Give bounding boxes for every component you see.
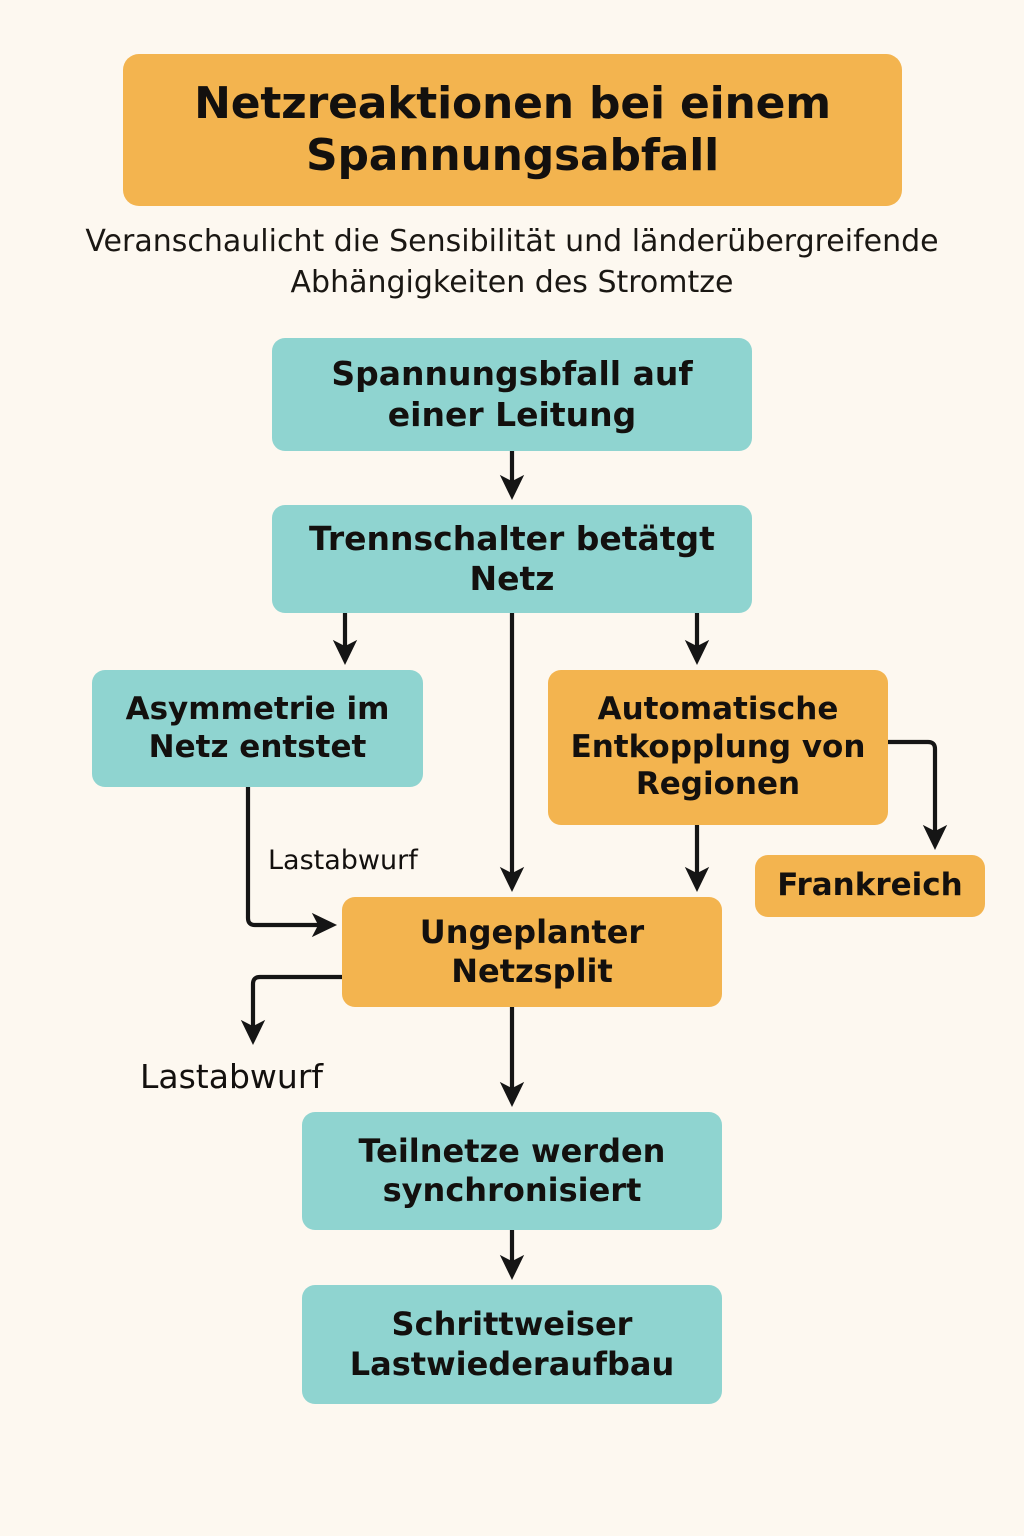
page-subtitle: Veranschaulicht die Sensibilität und län… — [85, 224, 939, 300]
node-label-lastabwurf: Lastabwurf — [140, 1057, 323, 1096]
node-label: Trennschalter betätgt Netz — [309, 518, 715, 598]
node-spannungsabfall[interactable]: Spannungsbfall auf einer Leitung — [272, 338, 752, 451]
edge-label-lastabwurf: Lastabwurf — [268, 845, 418, 876]
node-label: Teilnetze werden synchronisiert — [358, 1131, 666, 1209]
node-label: Schrittweiser Lastwiederaufbau — [349, 1305, 675, 1383]
edge-entkopplung-frankreich — [888, 739, 948, 851]
node-label: Automatische Entkopplung von Regionen — [570, 690, 866, 803]
node-asymmetrie[interactable]: Asymmetrie im Netz entstet — [92, 670, 423, 787]
node-label: Spannungsbfall auf einer Leitung — [331, 354, 693, 434]
node-automatische-entkopplung[interactable]: Automatische Entkopplung von Regionen — [548, 670, 888, 825]
node-schrittweiser-lastwiederaufbau[interactable]: Schrittweiser Lastwiederaufbau — [302, 1285, 722, 1404]
title-banner: Netzreaktionen bei einem Spannungsabfall — [123, 54, 902, 206]
page-title: Netzreaktionen bei einem Spannungsabfall — [194, 78, 831, 181]
node-frankreich[interactable]: Frankreich — [755, 855, 985, 917]
edge-netzsplit-lastabwurf — [240, 974, 342, 1046]
node-teilnetze-synchronisiert[interactable]: Teilnetze werden synchronisiert — [302, 1112, 722, 1230]
node-label: Asymmetrie im Netz entstet — [125, 690, 390, 765]
node-trennschalter[interactable]: Trennschalter betätgt Netz — [272, 505, 752, 613]
node-label: Ungeplanter Netzsplit — [419, 912, 645, 990]
node-ungeplanter-netzsplit[interactable]: Ungeplanter Netzsplit — [342, 897, 722, 1007]
node-label: Frankreich — [777, 867, 963, 904]
